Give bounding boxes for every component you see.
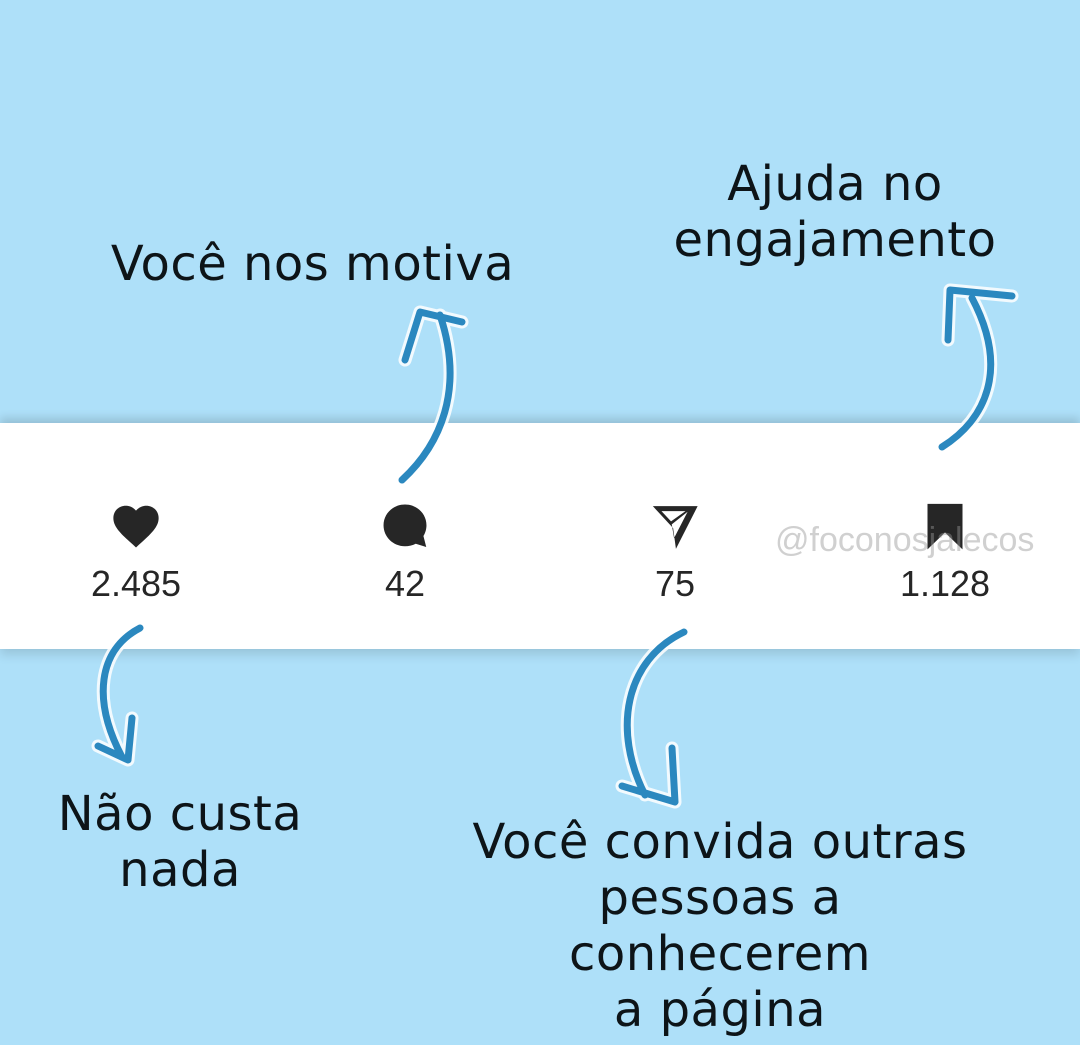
caption-voce-nos-motiva: Você nos motiva (110, 236, 515, 292)
like-count: 2.485 (90, 563, 182, 604)
share-action[interactable]: 75 (575, 498, 775, 604)
arrow-from-like-count (99, 624, 144, 761)
post-action-bar: 2.485 42 75 1.128 @foconosjalecos (0, 423, 1080, 649)
bookmark-icon[interactable] (917, 498, 973, 554)
heart-icon[interactable] (108, 498, 164, 554)
save-count: 1.128 (899, 563, 991, 604)
arrow-to-save-caption (938, 294, 995, 451)
comment-count: 42 (384, 563, 426, 604)
caption-nao-custa-nada: Não custa nada (57, 786, 303, 898)
comment-action[interactable]: 42 (305, 498, 505, 604)
share-count: 75 (654, 563, 696, 604)
caption-ajuda-no-engajamento: Ajuda no engajamento (673, 156, 997, 268)
save-action[interactable]: 1.128 (845, 498, 1045, 604)
arrow-from-share-count (623, 628, 688, 799)
watermark: @foconosjalecos (775, 521, 1035, 559)
paper-plane-icon[interactable] (647, 498, 703, 554)
comment-bubble-icon[interactable] (377, 498, 433, 554)
arrow-to-comment-caption (398, 311, 454, 484)
caption-voce-convida-outras: Você convida outras pessoas a conhecerem… (472, 814, 968, 1038)
like-action[interactable]: 2.485 (36, 498, 236, 604)
